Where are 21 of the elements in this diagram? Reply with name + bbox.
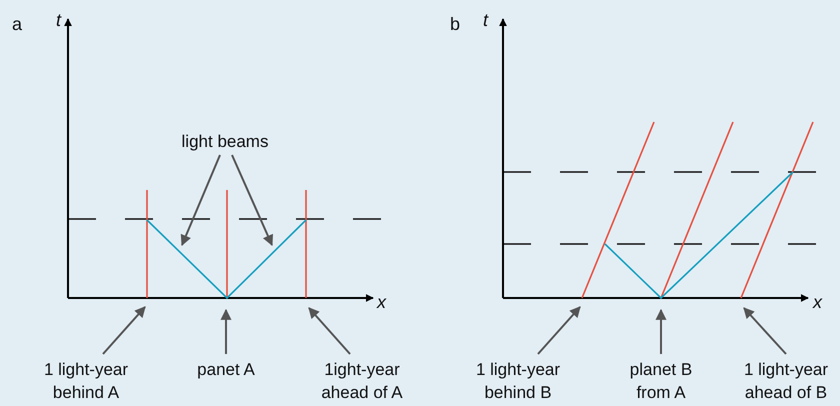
- annotation-label: 1ight-year ahead of A: [306, 358, 418, 404]
- leader-arrow: [743, 307, 787, 355]
- annotation-label: planet B from A: [611, 358, 711, 404]
- leader-arrow: [102, 306, 146, 355]
- axis-label: t: [56, 10, 62, 30]
- axis-label: t: [483, 10, 488, 30]
- leader-arrow: [308, 307, 351, 355]
- axis-label: x: [813, 292, 822, 312]
- annotation-label: 1 light-year behind B: [455, 358, 581, 404]
- leader-arrow: [220, 308, 232, 354]
- leader-arrow: [656, 308, 666, 354]
- leader-arrow: [231, 154, 273, 246]
- panel-letter: b: [450, 14, 460, 34]
- annotation-label: light beams: [165, 130, 285, 153]
- leader-arrow: [180, 154, 221, 246]
- leader-arrow: [537, 306, 581, 355]
- annotation-label: panet A: [176, 358, 276, 381]
- annotation-label: 1 light-year ahead of B: [733, 358, 839, 404]
- axis-label: x: [377, 292, 386, 312]
- annotation-label: 1 light-year behind A: [22, 358, 150, 404]
- panel-letter: a: [12, 14, 22, 34]
